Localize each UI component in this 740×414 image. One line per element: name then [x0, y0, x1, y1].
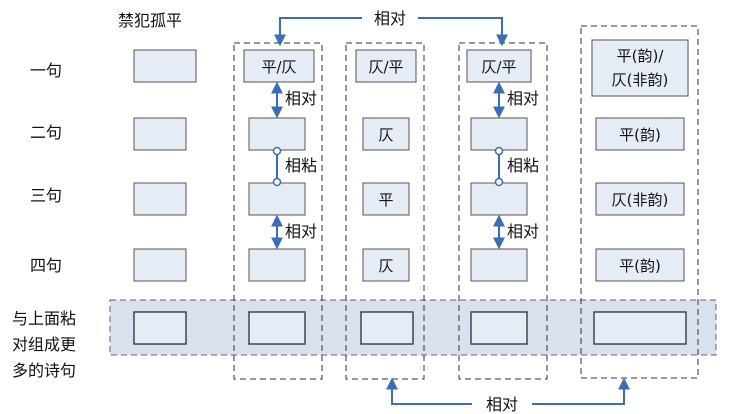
col4-cell-4-text: 平(韵) [619, 257, 661, 275]
top-relation-arrow [280, 17, 502, 44]
top-relation-label: 相对 [374, 9, 406, 28]
col1-cell-1-text: 平/仄 [261, 58, 296, 76]
row-label-4: 四句 [30, 256, 62, 275]
col3-cell-5 [470, 311, 528, 345]
col1-cell-2 [248, 117, 306, 151]
col4-cell-5 [593, 311, 687, 345]
col1-relation-2: 相粘 [285, 156, 317, 175]
col0-cell-2 [133, 117, 187, 151]
col3-relation-1: 相对 [507, 89, 539, 108]
col3-link-dot-bottom [494, 177, 504, 187]
col2-cell-3 [362, 182, 410, 216]
col3-cell-4 [470, 248, 528, 282]
col2-cell-2 [362, 117, 410, 151]
row-label-1: 一句 [30, 61, 62, 80]
col3-cell-3 [470, 182, 528, 216]
col4-cell-1 [591, 39, 689, 97]
col2-cell-5 [360, 311, 414, 345]
col2-cell-3-text: 平 [378, 191, 393, 209]
header-title: 禁犯孤平 [118, 11, 182, 30]
col4-cell-3-text: 仄(非韵) [612, 191, 669, 209]
col2-cell-4 [362, 248, 410, 282]
row-label-2: 二句 [30, 123, 62, 142]
col3-cell-2 [470, 117, 528, 151]
bottom-label-line2: 对组成更 [12, 335, 76, 354]
col1-relation-3: 相对 [285, 222, 317, 241]
group-col4 [580, 25, 699, 379]
col1-relation-1: 相对 [285, 89, 317, 108]
bottom-relation-label: 相对 [486, 395, 518, 414]
bottom-relation-arrow [392, 380, 624, 405]
col4-cell-4 [595, 248, 685, 282]
col4-cell-1-text-line2: 仄(非韵) [612, 71, 669, 89]
col0-cell-3 [133, 182, 187, 216]
col1-cell-1 [243, 49, 315, 83]
col1-link-dot-bottom [272, 177, 282, 187]
col1-cell-5 [248, 311, 306, 345]
col4-cell-1-text-line1: 平(韵)/ [617, 47, 665, 65]
col3-relation-2: 相粘 [507, 156, 539, 175]
col4-cell-2 [595, 117, 685, 151]
col2-cell-2-text: 仄 [378, 126, 393, 144]
col0-cell-1 [133, 49, 197, 83]
col0-cell-4 [133, 248, 187, 282]
col4-cell-3 [595, 182, 685, 216]
bottom-label-line3: 多的诗句 [12, 361, 76, 380]
col1-link-dot-top [272, 146, 282, 156]
col2-cell-4-text: 仄 [378, 257, 393, 275]
row-label-3: 三句 [30, 186, 62, 205]
col3-link-dot-top [494, 146, 504, 156]
col2-cell-1 [355, 49, 417, 83]
col1-cell-3 [248, 182, 306, 216]
col2-cell-1-text: 仄/平 [368, 58, 403, 76]
col0-cell-5 [133, 311, 187, 345]
bottom-label-line1: 与上面粘 [12, 309, 76, 328]
col3-cell-1-text: 仄/平 [481, 58, 516, 76]
col4-cell-2-text: 平(韵) [619, 126, 661, 144]
col3-relation-3: 相对 [507, 222, 539, 241]
col1-cell-4 [248, 248, 306, 282]
